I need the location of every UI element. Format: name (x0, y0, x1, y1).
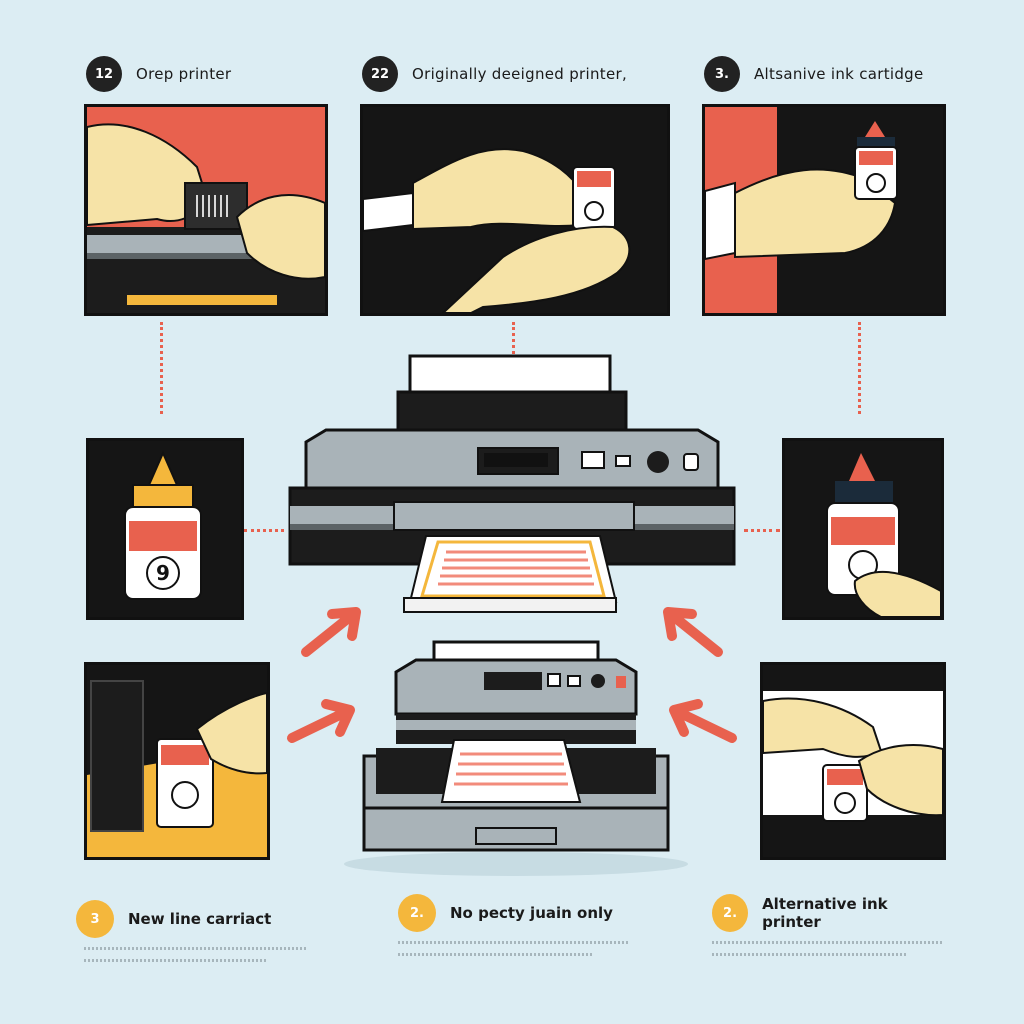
panel-ink-bottle-left: 9 (86, 438, 244, 620)
step-heading-3: 3. Altsanive ink cartidge (704, 56, 924, 92)
text-placeholder-line (398, 941, 628, 944)
connector-dotted (160, 322, 163, 414)
connector-dotted (244, 529, 284, 532)
panel-ink-bottle-right (782, 438, 944, 620)
printer-small (336, 636, 696, 878)
step-heading-2: 22 Originally deeigned printer, (362, 56, 627, 92)
arrow-icon (669, 699, 737, 743)
caption-label: No pecty juain only (450, 904, 613, 922)
caption-number-badge: 2. (712, 894, 749, 932)
printer-large (286, 352, 738, 618)
text-placeholder-line (712, 953, 908, 956)
arrow-icon (663, 607, 723, 657)
step-number-badge: 12 (86, 56, 122, 92)
arrow-icon (301, 607, 361, 657)
text-placeholder-line (712, 941, 942, 944)
text-placeholder-line (398, 953, 594, 956)
caption-2: 2. No pecty juain only (398, 894, 628, 956)
caption-number-badge: 3 (76, 900, 114, 938)
arrow-icon (287, 699, 355, 743)
step-label: Originally deeigned printer, (412, 65, 628, 83)
panel-original-printer (360, 104, 670, 316)
step-number-badge: 3. (704, 56, 740, 92)
text-placeholder-line (84, 959, 268, 962)
caption-label: New line carriact (128, 910, 272, 928)
cartridge-digit: 9 (156, 561, 170, 585)
panel-alternative-cartridge (702, 104, 946, 316)
step-label: Altsanive ink cartidge (754, 65, 924, 83)
caption-1: 3 New line carriact (76, 900, 306, 962)
caption-3: 2. Alternative ink printer (712, 894, 942, 956)
step-number-badge: 22 (362, 56, 398, 92)
panel-new-cartridge (84, 662, 270, 860)
connector-dotted (858, 322, 861, 414)
text-placeholder-line (84, 947, 306, 950)
panel-alternative-printer (760, 662, 946, 860)
caption-label: Alternative ink printer (762, 895, 888, 931)
step-heading-1: 12 Orep printer (86, 56, 231, 92)
caption-number-badge: 2. (398, 894, 436, 932)
connector-dotted (512, 322, 515, 354)
step-label: Orep printer (136, 65, 232, 83)
panel-open-printer (84, 104, 328, 316)
connector-dotted (744, 529, 780, 532)
